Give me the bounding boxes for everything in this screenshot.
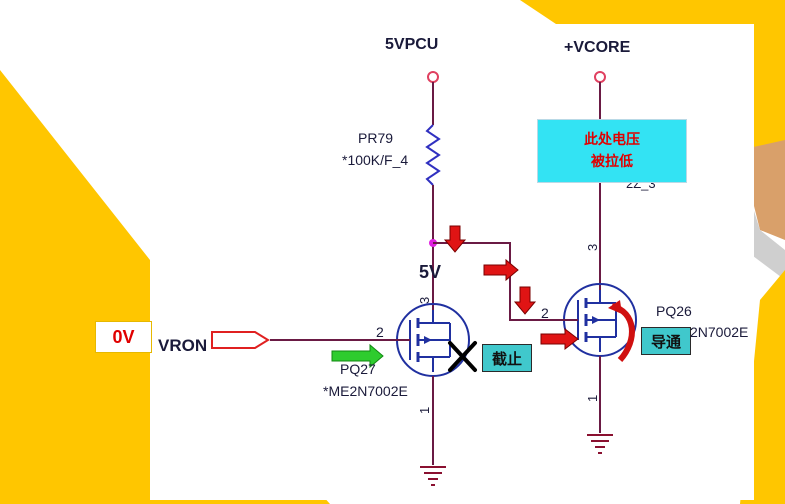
q1-ref-label: PQ27 <box>340 361 376 377</box>
q1-state-badge: 截止 <box>482 344 532 372</box>
cross-icon <box>448 341 477 372</box>
wire-node-to-q2-gate <box>433 242 560 321</box>
q1-pin-source: 1 <box>417 407 432 414</box>
resistor-icon <box>425 124 441 186</box>
q1-pin-drain: 3 <box>417 297 432 304</box>
red-arrow-icon <box>443 225 579 351</box>
q2-state-label: 导通 <box>650 332 681 351</box>
q2-ref-label: PQ26 <box>656 303 692 319</box>
rail-5vpcu <box>425 71 441 310</box>
input-voltage-badge: 0V <box>95 321 152 353</box>
node-voltage-label: 5V <box>419 262 441 282</box>
note-line-1: 此处电压 <box>584 132 640 148</box>
q1-state-label: 截止 <box>491 349 522 368</box>
q1-part-label: *ME2N7002E <box>323 383 408 399</box>
input-voltage-label: 0V <box>112 326 135 347</box>
q2-part-label: 2N7002E <box>690 324 748 340</box>
note-box: 此处电压 被拉低 <box>537 119 687 183</box>
q2-pin-drain: 3 <box>585 244 600 251</box>
q2-pin-gate: 2 <box>541 305 549 321</box>
rail-vcore <box>594 71 606 300</box>
input-connector <box>211 331 270 349</box>
q2-state-badge: 导通 <box>641 327 691 355</box>
rail-5vpcu-label: 5VPCU <box>385 36 438 53</box>
q1-pin-gate: 2 <box>376 324 384 340</box>
green-arrow-icon <box>331 343 384 369</box>
resistor-ref-label: PR79 <box>358 130 393 146</box>
ground-icon-q1 <box>420 466 446 486</box>
power-terminal-icon <box>594 71 606 83</box>
q2-pin-source: 1 <box>585 395 600 402</box>
rail-vcore-label: +VCORE <box>564 39 631 56</box>
ground-icon-q2 <box>587 434 613 454</box>
power-terminal-icon <box>427 71 439 83</box>
note-line-2: 被拉低 <box>591 154 633 170</box>
resistor-value-label: *100K/F_4 <box>342 152 408 168</box>
input-net-label: VRON <box>158 336 207 355</box>
